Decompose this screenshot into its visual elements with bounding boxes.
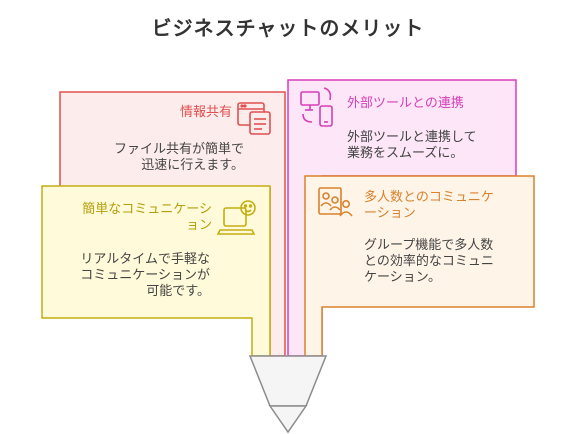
devices-icon — [300, 87, 333, 127]
card-info-sharing-body: ファイル共有が簡単で 迅速に行えます。 — [113, 142, 244, 173]
card-easy-communication-body: リアルタイムで手軽な コミュニケーションが 可能です。 — [80, 252, 210, 299]
card-team-communication-title: 多人数とのコミュニケ ーション — [364, 190, 494, 221]
funnel-tip — [268, 405, 308, 434]
diagram-title: ビジネスチャットのメリット — [151, 16, 425, 40]
card-external-tools-title: 外部ツールとの連携 — [347, 96, 464, 111]
card-info-sharing-title: 情報共有 — [179, 105, 232, 120]
document-sharing-icon — [237, 102, 271, 135]
chat-person-icon — [216, 200, 256, 235]
card-team-communication-body: グループ機能で多人数 との効率的なコミュニ ケーション。 — [364, 238, 494, 285]
card-external-tools-body: 外部ツールと連携して 業務をスムーズに。 — [347, 130, 477, 161]
funnel-top — [248, 355, 328, 407]
group-icon — [318, 187, 353, 217]
card-easy-communication-title: 簡単なコミュニケーシ ョン — [82, 202, 212, 233]
